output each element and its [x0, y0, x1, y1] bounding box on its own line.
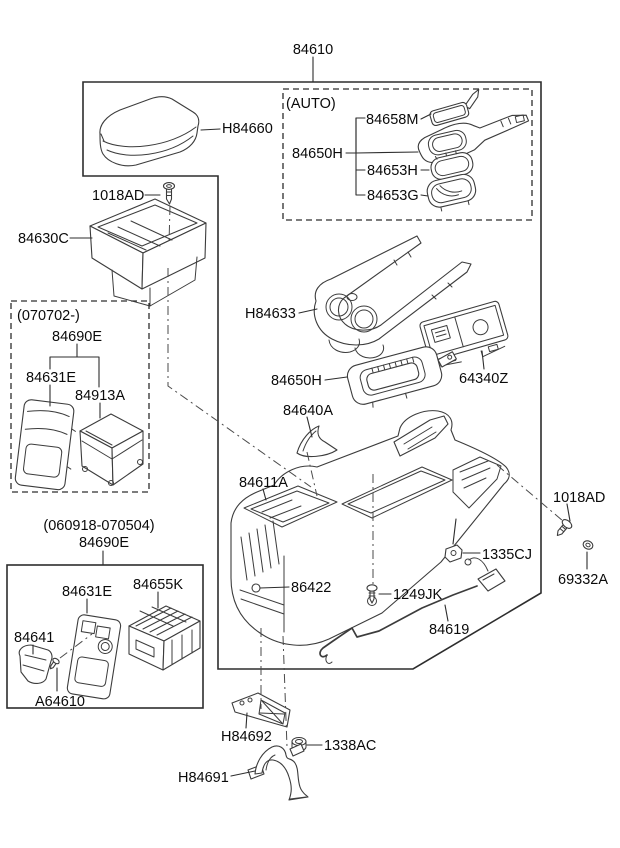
shift-boot-drawing	[296, 425, 338, 458]
clip-1335cj-drawing	[444, 544, 463, 563]
label-84690e-1: 84690E	[52, 329, 102, 345]
label-84631e-1: 84631E	[26, 370, 76, 386]
label-auto-caption: (AUTO)	[286, 96, 336, 112]
label-84640a: 84640A	[283, 403, 333, 419]
leader-64340z	[481, 350, 485, 370]
label-h84692: H84692	[221, 729, 272, 745]
variant-070702-box	[10, 300, 150, 493]
auto-shift-boot-drawing	[426, 173, 477, 212]
label-84641: 84641	[14, 630, 54, 646]
leader-h84633	[298, 308, 318, 314]
leader-1335cj-part	[452, 518, 457, 545]
auto-option-box	[282, 88, 533, 221]
label-84690e-2: 84690E	[79, 535, 129, 551]
leader-84619	[444, 604, 449, 622]
label-86422: 86422	[291, 580, 331, 596]
axis-1018ad-top	[168, 205, 171, 245]
label-84658m: 84658M	[366, 112, 418, 128]
screw-1249jk-drawing	[366, 584, 378, 606]
grouping-boxes	[6, 81, 542, 709]
label-84619: 84619	[429, 622, 469, 638]
variant-060918-box	[6, 564, 204, 709]
console-storage-box-drawing	[89, 198, 207, 307]
axis-1018ad-right	[496, 464, 564, 522]
axis-h84691	[282, 635, 288, 748]
label-84913a: 84913A	[75, 388, 125, 404]
cover-84641-drawing	[18, 644, 53, 684]
label-1338ac: 1338AC	[324, 738, 376, 754]
label-84611a: 84611A	[239, 475, 288, 491]
label-84610: 84610	[293, 42, 333, 58]
grommet-69332a-drawing	[582, 540, 594, 550]
bracket-070702-2	[76, 356, 100, 388]
bracket-070702-1	[49, 343, 78, 370]
axis-box-to-console	[167, 268, 312, 488]
bracket-h84691-drawing	[247, 743, 309, 801]
leader-84653g	[420, 194, 429, 197]
leader-84658m	[420, 113, 432, 120]
label-84650h-main: 84650H	[271, 373, 322, 389]
label-h84633: H84633	[245, 306, 296, 322]
label-84653h: 84653H	[367, 163, 418, 179]
screw-1018ad-top-drawing	[162, 182, 176, 205]
axis-a64610	[59, 633, 93, 659]
armrest-lid-drawing	[99, 96, 200, 167]
label-a64610: A64610	[35, 694, 85, 710]
auto-shift-panel-drawing	[417, 114, 530, 164]
label-84653g: 84653G	[367, 188, 419, 204]
leader-86422	[259, 586, 290, 589]
label-h84691: H84691	[178, 770, 229, 786]
label-69332a: 69332A	[558, 572, 608, 588]
upper-cover-panel-drawing	[313, 235, 472, 359]
bracket-auto-2	[355, 117, 366, 196]
label-1249jk: 1249JK	[393, 587, 443, 603]
part-drawings	[14, 88, 594, 801]
faceplate-84631e-070702-drawing	[14, 399, 76, 491]
label-84650h-auto: 84650H	[292, 146, 343, 162]
label-1018ad-right: 1018AD	[553, 490, 605, 506]
faceplate-84631e-060918-drawing	[66, 614, 122, 700]
wiring-harness-drawing	[319, 557, 506, 664]
storage-84913a-drawing	[79, 413, 144, 486]
screw-1018ad-right-drawing	[556, 519, 573, 537]
leader-84650h-main	[324, 376, 348, 381]
axis-boot	[306, 451, 318, 497]
leader-lines	[32, 56, 588, 777]
label-h84660: H84660	[222, 121, 273, 137]
group-84610-outline	[82, 81, 542, 670]
center-lines	[59, 205, 564, 748]
shift-bezel-drawing	[346, 346, 457, 408]
console-main-body-drawing	[230, 410, 510, 646]
bracket-auto-4	[355, 151, 419, 154]
label-1018ad-top: 1018AD	[92, 188, 144, 204]
label-84655k: 84655K	[133, 577, 183, 593]
bracket-h84692-drawing	[231, 692, 291, 728]
label-84630c: 84630C	[18, 231, 69, 247]
auto-shift-knob-plate-drawing	[429, 88, 480, 127]
leader-h84660	[200, 128, 221, 131]
label-64340z: 64340Z	[459, 371, 508, 387]
leader-h84692	[245, 712, 248, 729]
screw-a64610-drawing	[50, 657, 60, 670]
leader-84611a	[262, 488, 267, 501]
label-84631e-2: 84631E	[62, 584, 112, 600]
leader-h84691	[230, 770, 256, 777]
leader-84640a	[306, 416, 313, 438]
label-1335cj: 1335CJ	[482, 547, 532, 563]
leader-1018ad-right	[566, 503, 571, 522]
label-060918-caption: (060918-070504)	[43, 518, 154, 534]
storage-84655k-drawing	[128, 605, 201, 671]
label-070702-caption: (070702-)	[17, 308, 80, 324]
